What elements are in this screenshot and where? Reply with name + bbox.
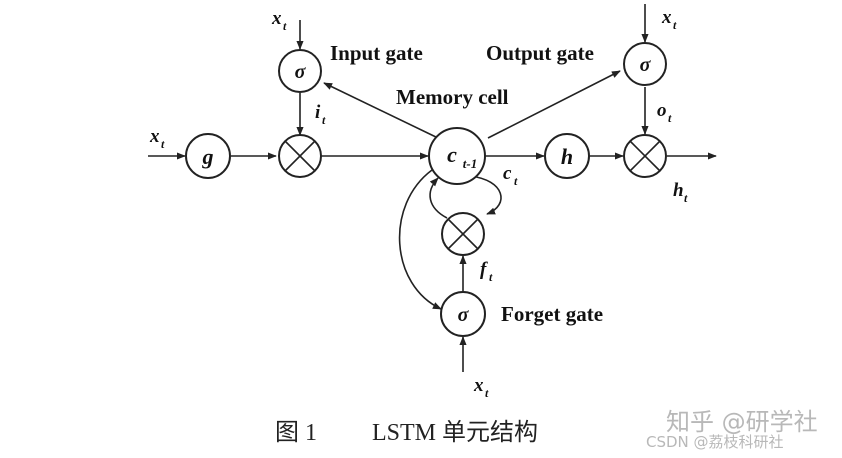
memory-cell-node-sub: t-1 — [463, 156, 477, 171]
signal-i: i — [315, 102, 321, 123]
sigma-output-label: σ — [640, 54, 652, 76]
multiply-forget-node — [441, 212, 485, 256]
sigma-input-label: σ — [295, 61, 307, 83]
watermark-zhihu: 知乎 @研学社 — [666, 408, 818, 436]
sigma-output-node — [623, 42, 667, 86]
signal-x-forget-sub: t — [485, 386, 489, 400]
sigma-forget-node — [440, 291, 486, 337]
edge-memory-to-sigma-forget — [398, 169, 442, 310]
g-node — [185, 133, 231, 179]
signal-o: o — [657, 100, 667, 121]
signal-x-input: x — [271, 8, 282, 29]
sigma-forget-label: σ — [458, 304, 470, 326]
edge-memory-to-sigma-output — [487, 70, 621, 139]
signal-c-sub: t — [514, 174, 518, 188]
g-node-label: g — [202, 144, 214, 169]
signal-c: c — [503, 163, 512, 184]
memory-cell-node — [428, 127, 486, 185]
signal-h-out-sub: t — [684, 191, 688, 205]
h-node — [544, 133, 590, 179]
signal-x-output: x — [661, 7, 672, 28]
signal-x-output-sub: t — [673, 18, 677, 32]
h-node-label: h — [561, 144, 573, 169]
signal-x-input-sub: t — [283, 19, 287, 33]
signal-x-forget: x — [473, 375, 484, 396]
output-gate-label: Output gate — [486, 41, 594, 65]
figure-caption-title: LSTM 单元结构 — [372, 419, 538, 446]
figure-caption-number: 图 1 — [275, 420, 317, 446]
signal-f: f — [480, 259, 488, 280]
signal-x-left-sub: t — [161, 137, 165, 151]
signal-x-left: x — [149, 126, 160, 147]
edge-memory-to-sigma-input — [323, 82, 439, 139]
signal-o-sub: t — [668, 111, 672, 125]
input-gate-label: Input gate — [330, 41, 423, 65]
signal-i-sub: t — [322, 113, 326, 127]
watermark-csdn: CSDN @荔枝科研社 — [646, 433, 784, 451]
edge-mult-forget-to-memory — [429, 177, 448, 219]
multiply-output-node — [623, 134, 667, 178]
signal-f-sub: t — [489, 270, 493, 284]
memory-cell-label: Memory cell — [396, 85, 509, 109]
edge-memory-loop-to-mult-forget — [469, 175, 502, 215]
multiply-input-node — [278, 134, 322, 178]
sigma-input-node — [278, 49, 322, 93]
memory-cell-node-label: c — [447, 142, 457, 167]
forget-gate-label: Forget gate — [501, 302, 603, 326]
signal-h-out: h — [673, 180, 684, 201]
